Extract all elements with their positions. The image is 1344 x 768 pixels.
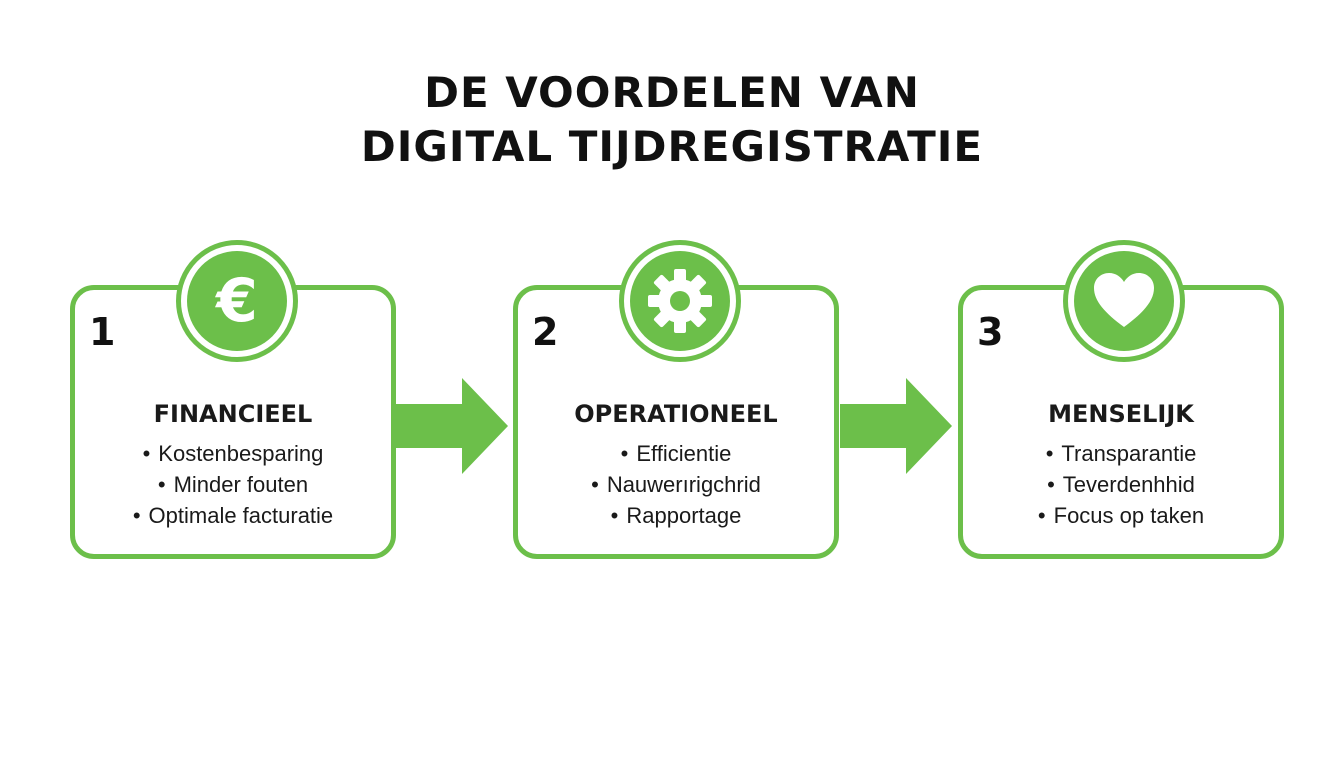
card-number: 2 [532, 310, 559, 354]
list-item: Kostenbesparing [75, 438, 391, 469]
card-heading: OPERATIONEEL [574, 400, 778, 428]
arrow-right-icon [396, 378, 508, 474]
list-item: Rapportage [518, 500, 834, 531]
badge-financieel: € [176, 240, 298, 362]
card-number: 3 [977, 310, 1004, 354]
card-heading: MENSELIJK [1048, 400, 1194, 428]
list-item: Teverdenhhid [963, 469, 1279, 500]
title-line-2: DIGITAL TIJDREGISTRATIE [360, 122, 984, 171]
card-heading: FINANCIEEL [153, 400, 313, 428]
badge-menselijk [1063, 240, 1185, 362]
list-item: Nauwerırigchrid [518, 469, 834, 500]
card-list: Efficientie Nauwerırigchrid Rapportage [518, 438, 834, 531]
euro-icon: € [216, 266, 258, 336]
arrow-right-icon [840, 378, 952, 474]
list-item: Transparantie [963, 438, 1279, 469]
list-item: Minder fouten [75, 469, 391, 500]
page-title: DE VOORDELEN VAN DIGITAL TIJDREGISTRATIE [0, 66, 1344, 174]
badge-operationeel [619, 240, 741, 362]
list-item: Efficientie [518, 438, 834, 469]
card-number: 1 [89, 310, 116, 354]
list-item: Focus op taken [963, 500, 1279, 531]
gear-icon [648, 269, 712, 333]
card-list: Transparantie Teverdenhhid Focus op take… [963, 438, 1279, 531]
heart-icon [1094, 273, 1154, 327]
card-list: Kostenbesparing Minder fouten Optimale f… [75, 438, 391, 531]
title-line-1: DE VOORDELEN VAN [424, 68, 920, 117]
list-item: Optimale facturatie [75, 500, 391, 531]
